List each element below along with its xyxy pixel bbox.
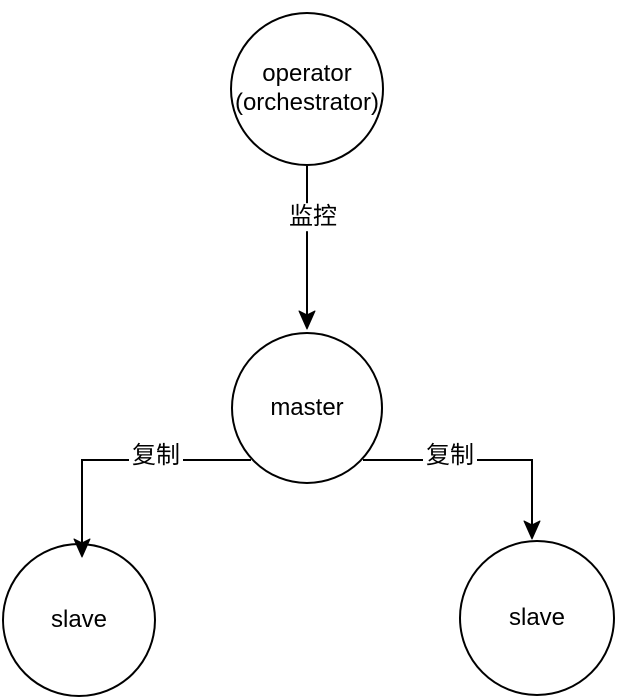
- node-operator-label-line1: operator: [262, 60, 352, 88]
- edge-label-replicate-left: 复制: [129, 442, 183, 470]
- edge-replicate-right-line: [363, 459, 533, 526]
- edge-replicate-left-line: [81, 459, 251, 544]
- edge-label-monitor: 监控: [286, 203, 340, 231]
- node-operator-label-line2: (orchestrator): [234, 89, 380, 116]
- node-master-label: master: [270, 393, 344, 421]
- edge-monitor-arrowhead: [298, 310, 316, 330]
- node-slave-left: slave: [2, 543, 156, 697]
- edge-label-replicate-right: 复制: [423, 442, 477, 470]
- node-slave-left-label: slave: [50, 605, 108, 633]
- node-master: master: [231, 332, 383, 484]
- node-operator: operator (orchestrator): [230, 12, 384, 166]
- node-operator-label: operator (orchestrator): [235, 60, 379, 118]
- edge-replicate-right-arrowhead: [523, 520, 541, 540]
- node-slave-right: slave: [459, 540, 615, 696]
- node-slave-right-label: slave: [508, 603, 566, 631]
